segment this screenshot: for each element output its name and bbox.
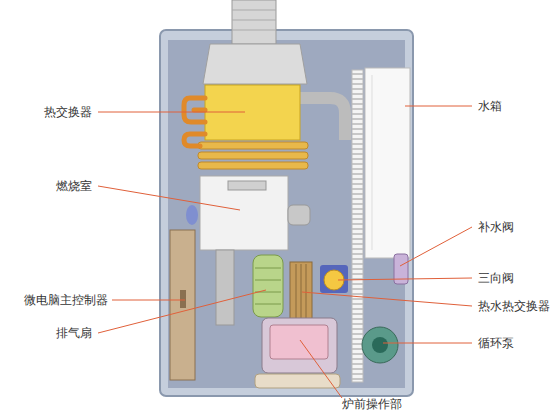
panel-face <box>270 325 328 359</box>
controller-board <box>170 230 195 380</box>
exhaust-hood <box>203 44 307 84</box>
leader-lines <box>98 106 472 398</box>
rack-pipe <box>352 70 363 382</box>
part-label: 热交换器 <box>44 105 92 119</box>
gas-pipe <box>216 250 234 325</box>
part-label: 循环泵 <box>478 336 514 350</box>
leader-line <box>112 300 185 301</box>
exhaust-pipe <box>232 0 276 44</box>
leader-line <box>383 343 472 344</box>
leader-line <box>300 340 342 398</box>
base-roller <box>255 374 340 388</box>
combustion-chamber <box>200 176 288 250</box>
igniter <box>186 205 198 225</box>
part-label: 排气扇 <box>56 326 92 340</box>
part-label: 微电脑主控制器 <box>24 293 108 307</box>
front-panel <box>262 318 337 373</box>
leader-line <box>400 227 472 266</box>
water-tank <box>365 68 410 258</box>
hot-water-exchanger <box>290 262 312 320</box>
part-label: 三向阀 <box>478 271 514 285</box>
controller-slot <box>180 290 186 308</box>
leader-line <box>302 292 472 306</box>
circulation-pump <box>362 327 398 363</box>
copper-coils <box>184 98 205 146</box>
tank-seam <box>372 75 373 250</box>
part-label: 炉前操作部 <box>342 397 402 411</box>
leader-line <box>98 112 245 113</box>
fan-blades <box>255 268 281 304</box>
leader-line <box>338 278 472 280</box>
leader-line <box>405 106 472 107</box>
part-label: 水箱 <box>478 99 502 113</box>
exchanger-plates <box>296 264 306 318</box>
leader-line <box>98 290 266 333</box>
part-label: 热水热交换器 <box>478 299 550 313</box>
part-label: 燃烧室 <box>56 179 92 193</box>
water-pipe <box>300 98 345 140</box>
pipe-ribs <box>232 10 276 30</box>
exchanger-fins <box>198 142 308 169</box>
gas-valve <box>288 205 310 225</box>
exhaust-fan <box>253 255 283 317</box>
valve-body <box>320 265 348 293</box>
cabinet-shell <box>160 30 413 396</box>
pump-hub <box>372 337 388 353</box>
leader-line <box>98 186 240 210</box>
part-label: 补水阀 <box>478 220 514 234</box>
burner-port <box>228 181 266 190</box>
